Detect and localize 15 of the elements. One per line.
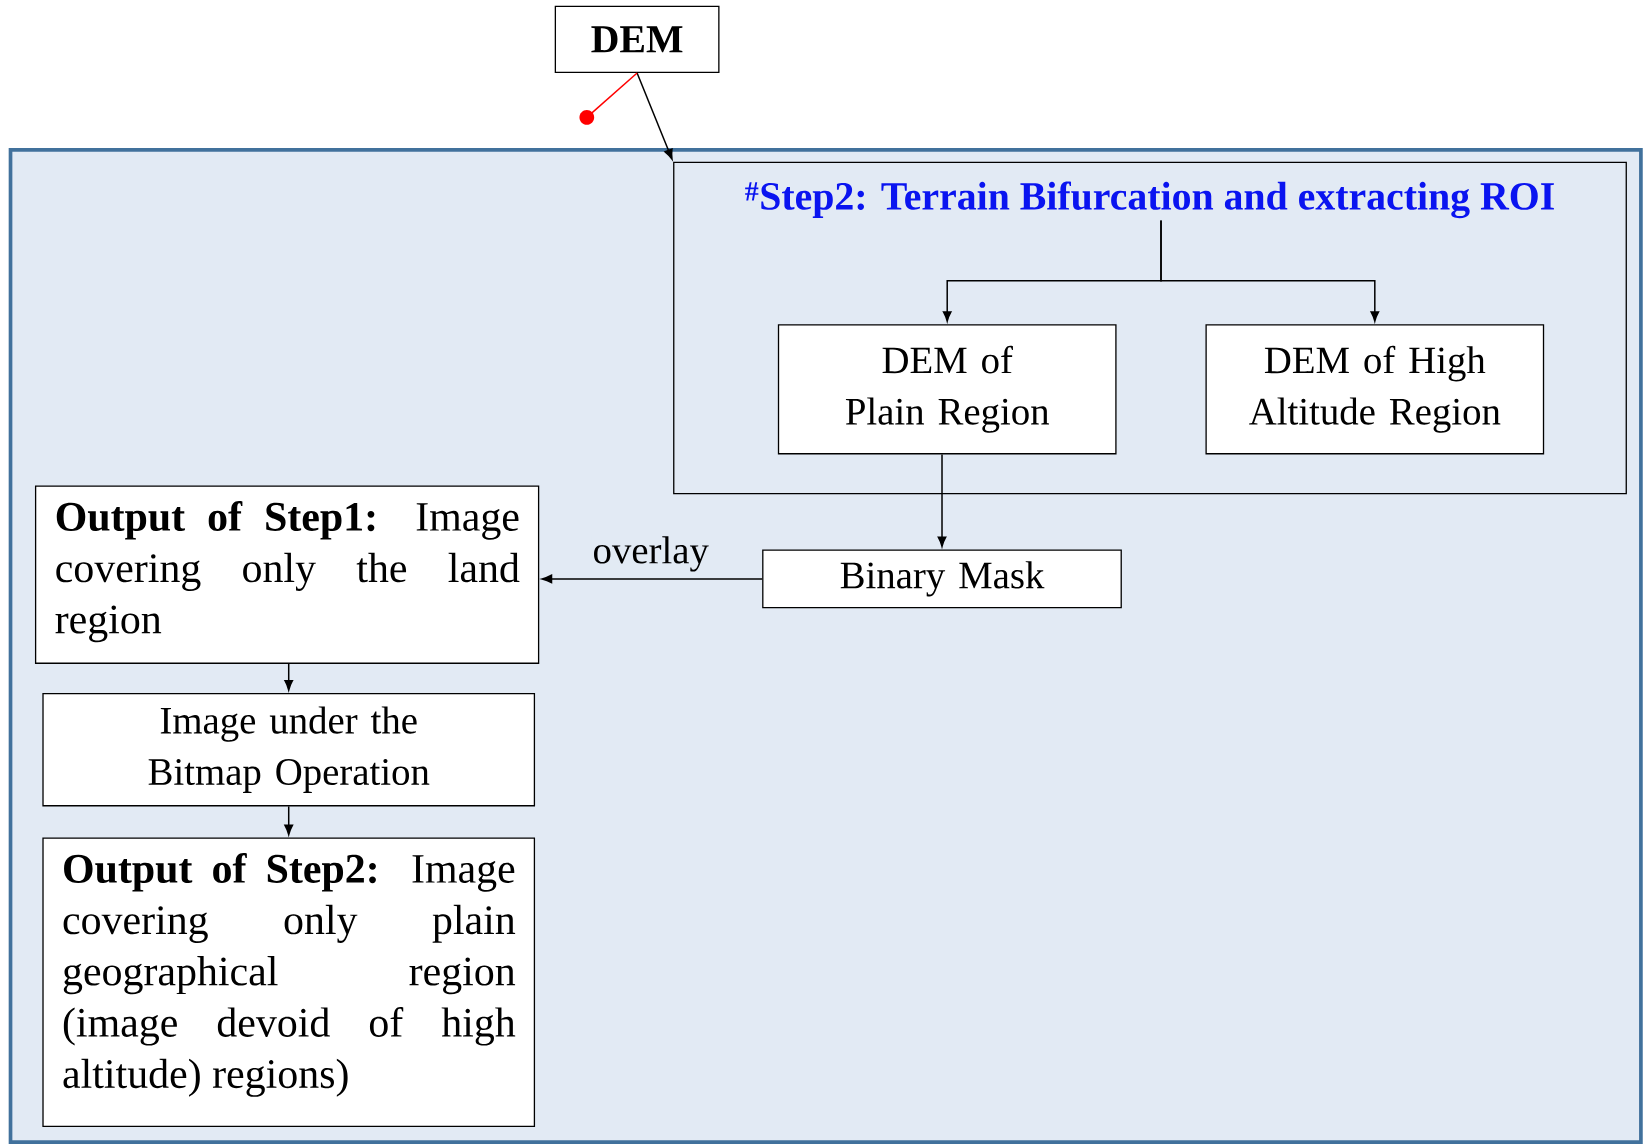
- process-box: Binary Mask: [762, 549, 1122, 609]
- arrow: [541, 574, 763, 584]
- arrow: [937, 453, 947, 548]
- output-box: Output of Step1: Image covering only the land region: [34, 485, 540, 664]
- arrow: [284, 663, 294, 691]
- edge-label: overlay: [591, 535, 710, 573]
- process-box: Image under the Bitmap Operation: [42, 693, 536, 807]
- input-box: DEM: [554, 5, 720, 73]
- process-box: DEM of High Altitude Region: [1205, 324, 1545, 455]
- process-box: DEM of Plain Region: [777, 324, 1117, 455]
- arrow: [284, 805, 294, 836]
- connector-line: [579, 72, 638, 125]
- arrow: [1160, 219, 1380, 322]
- arrow: [636, 72, 673, 160]
- output-box: Output of Step2: Image covering only plain geographical region (image devoid of high altitude) regions): [42, 837, 536, 1128]
